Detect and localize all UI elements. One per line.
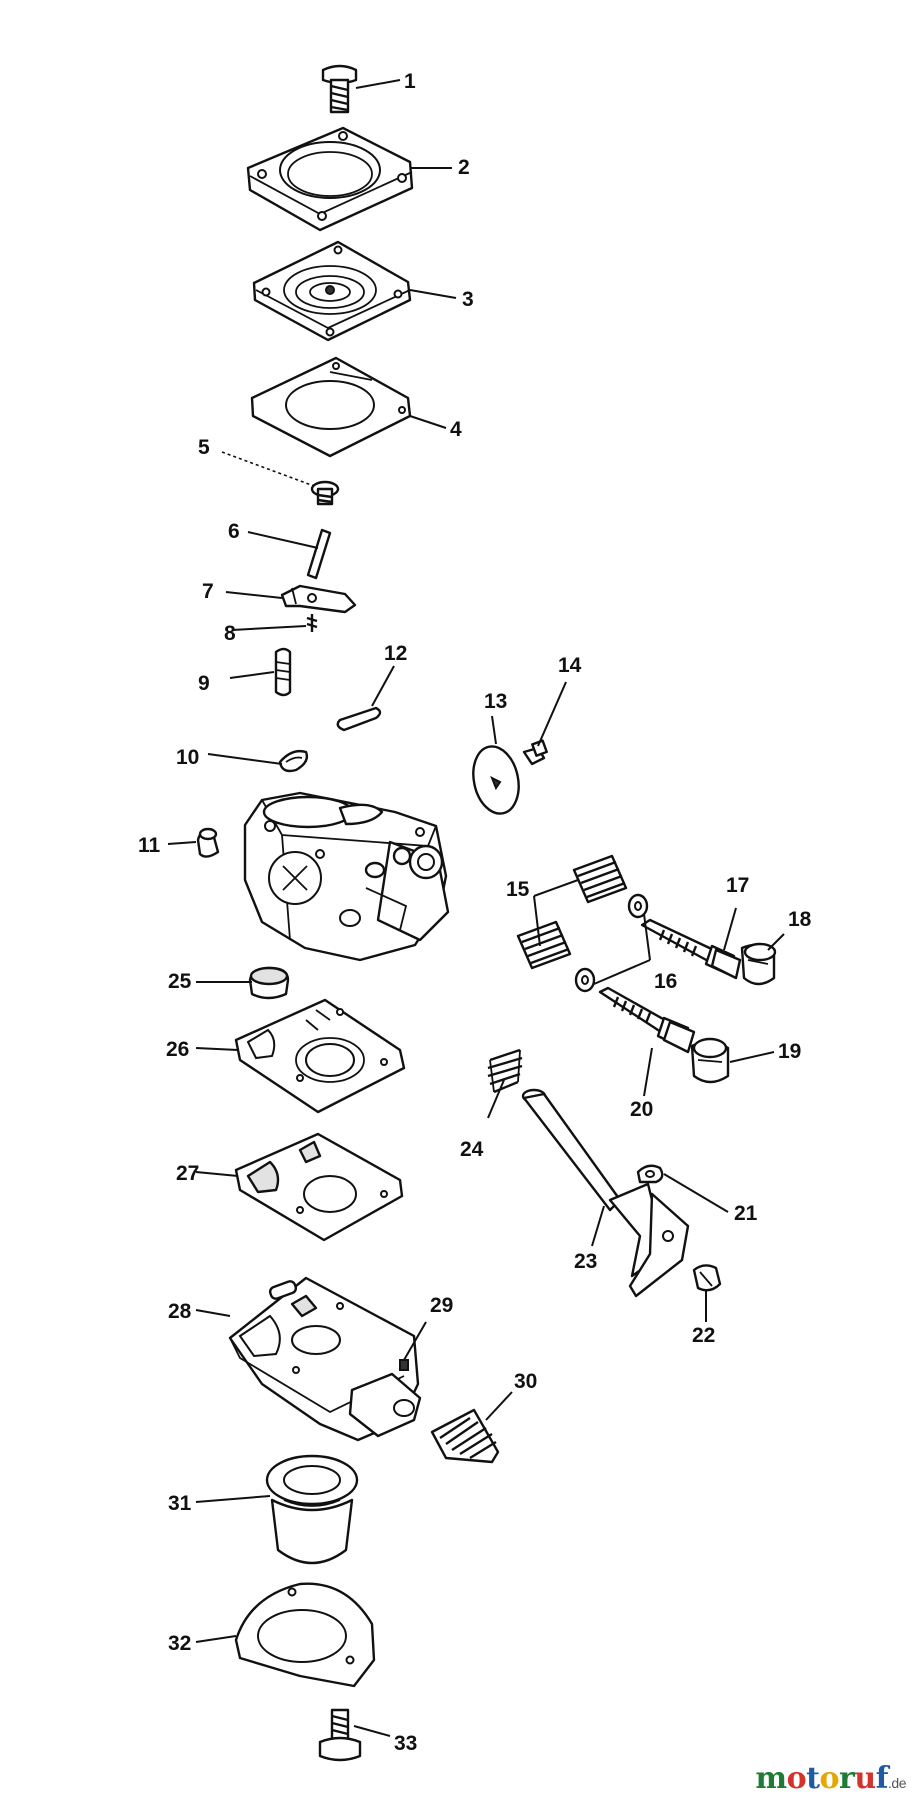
callout-4: 4 bbox=[450, 418, 462, 441]
part-12-pin bbox=[336, 706, 382, 732]
part-21-clip bbox=[636, 1164, 664, 1184]
callout-16: 16 bbox=[654, 970, 677, 993]
callout-15: 15 bbox=[506, 878, 530, 901]
callout-5: 5 bbox=[198, 436, 210, 459]
part-19-limiter-cap bbox=[690, 1037, 730, 1084]
part-14-screw bbox=[522, 739, 548, 766]
callout-1: 1 bbox=[404, 70, 416, 93]
part-5-screw bbox=[310, 480, 340, 506]
callout-17: 17 bbox=[726, 874, 749, 897]
part-26-gasket bbox=[234, 998, 406, 1114]
carburetor-body bbox=[243, 791, 450, 962]
logo-letter: t bbox=[806, 1761, 820, 1796]
part-31-primer-bulb bbox=[265, 1454, 359, 1565]
callout-7: 7 bbox=[202, 580, 214, 603]
logo-domain: .de bbox=[888, 1775, 906, 1791]
callout-19: 19 bbox=[778, 1040, 801, 1063]
callout-29: 29 bbox=[430, 1294, 453, 1317]
callout-20: 20 bbox=[630, 1098, 653, 1121]
part-2-cover-plate bbox=[246, 126, 414, 232]
part-6-pin bbox=[306, 528, 332, 580]
logo-letter: o bbox=[786, 1761, 807, 1796]
callout-2: 2 bbox=[458, 156, 470, 179]
part-27-gasket bbox=[234, 1132, 404, 1242]
callout-14: 14 bbox=[558, 654, 582, 677]
logo-letter: u bbox=[854, 1761, 876, 1796]
part-30-idle-screw bbox=[430, 1408, 500, 1464]
callout-22: 22 bbox=[692, 1324, 715, 1347]
part-8-inlet-needle bbox=[306, 614, 318, 632]
part-10-check-valve bbox=[278, 749, 309, 773]
callout-26: 26 bbox=[166, 1038, 189, 1061]
callout-28: 28 bbox=[168, 1300, 192, 1323]
logo-letter: f bbox=[875, 1761, 889, 1796]
part-3-diaphragm bbox=[252, 240, 412, 342]
part-33-screw bbox=[318, 1708, 362, 1762]
callout-9: 9 bbox=[198, 672, 210, 695]
part-20-adjusting-needle-low bbox=[598, 986, 696, 1054]
part-16-washer-upper bbox=[627, 893, 649, 919]
callout-6: 6 bbox=[228, 520, 240, 543]
part-16-washer-lower bbox=[574, 967, 596, 993]
callout-24: 24 bbox=[460, 1138, 484, 1161]
logo-letter: r bbox=[839, 1761, 855, 1796]
callout-11: 11 bbox=[138, 834, 161, 857]
part-24-spring bbox=[487, 1048, 523, 1094]
part-13-throttle-plate bbox=[472, 745, 520, 815]
callout-23: 23 bbox=[574, 1250, 597, 1273]
part-4-gasket bbox=[250, 356, 412, 458]
motoruf-watermark-logo: motoruf.de bbox=[755, 1761, 906, 1796]
logo-letter: m bbox=[755, 1761, 787, 1796]
logo-letter: o bbox=[819, 1761, 839, 1796]
callout-30: 30 bbox=[514, 1370, 537, 1393]
callout-10: 10 bbox=[176, 746, 199, 769]
callout-3: 3 bbox=[462, 288, 474, 311]
part-1-screw bbox=[321, 64, 358, 114]
part-17-adjusting-needle-high bbox=[640, 918, 742, 980]
part-7-metering-lever bbox=[280, 584, 357, 614]
callout-12: 12 bbox=[384, 642, 407, 665]
part-32-bulb-cover bbox=[234, 1582, 376, 1688]
callout-13: 13 bbox=[484, 690, 507, 713]
part-15-spring-upper bbox=[572, 854, 628, 904]
part-23-throttle-shaft bbox=[521, 1088, 690, 1298]
part-15-spring-lower bbox=[516, 920, 572, 970]
callout-33: 33 bbox=[394, 1732, 417, 1755]
part-25-cap bbox=[248, 966, 290, 1000]
part-9-spring bbox=[274, 647, 292, 697]
callout-27: 27 bbox=[176, 1162, 199, 1185]
part-22-nut bbox=[692, 1264, 722, 1292]
callout-18: 18 bbox=[788, 908, 812, 931]
part-29-plug bbox=[399, 1359, 409, 1371]
callout-21: 21 bbox=[734, 1202, 758, 1225]
leader-lines bbox=[167, 79, 785, 1737]
part-11-plug bbox=[196, 827, 220, 858]
part-18-limiter-cap bbox=[740, 942, 777, 986]
part-28-pump-body bbox=[228, 1276, 422, 1442]
callout-8: 8 bbox=[224, 622, 236, 645]
callout-32: 32 bbox=[168, 1632, 191, 1655]
callout-labels: 1 2 3 4 5 6 7 8 9 10 11 12 13 14 15 16 1… bbox=[138, 70, 812, 1755]
callout-25: 25 bbox=[168, 970, 192, 993]
callout-31: 31 bbox=[168, 1492, 192, 1515]
